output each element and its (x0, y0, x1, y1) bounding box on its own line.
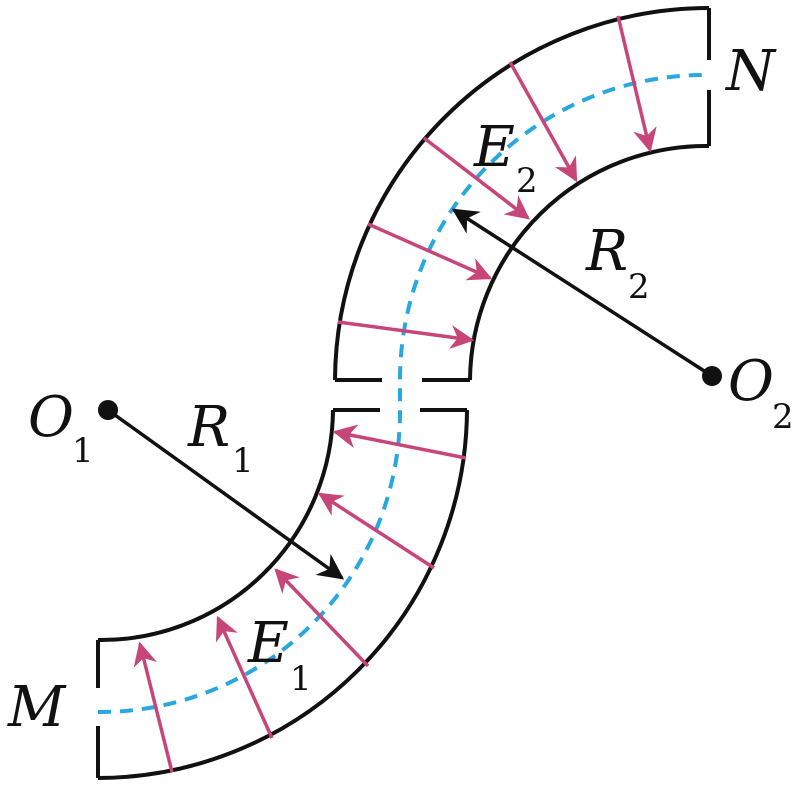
label-o1-sub: 1 (72, 431, 94, 471)
e2-arrow (508, 61, 578, 183)
label-e2-sub: 2 (516, 161, 538, 201)
e1-arrow (332, 424, 467, 460)
label-r1-sub: 1 (232, 441, 254, 481)
e2-arrow (367, 222, 493, 281)
lower-channel (96, 408, 469, 780)
field-e2-arrows (337, 15, 657, 350)
e1-arrow (274, 568, 370, 668)
e1-arrow (317, 492, 435, 570)
labels: M N O 1 O 2 R 1 R 2 E 1 E 2 (7, 39, 794, 740)
label-e1: E (247, 611, 289, 676)
label-o2: O (728, 349, 774, 414)
e2-arrow (616, 15, 657, 153)
lower-inner-wall (97, 409, 335, 643)
radius-r2-arrow (451, 208, 713, 378)
e2-arrow (422, 136, 530, 220)
label-n: N (724, 39, 777, 104)
label-e2: E (473, 115, 515, 180)
label-r1: R (187, 395, 230, 460)
label-o1: O (28, 385, 74, 450)
e1-arrow (215, 615, 274, 739)
label-m: M (7, 675, 67, 740)
radius-arrows (98, 208, 722, 580)
label-r2: R (585, 219, 628, 284)
radius-r1-arrow (106, 408, 345, 580)
label-e1-sub: 1 (290, 659, 312, 699)
lower-outer-wall (97, 409, 469, 780)
label-r2-sub: 2 (628, 267, 650, 307)
upper-outer-wall (333, 6, 710, 381)
label-o2-sub: 2 (772, 397, 794, 437)
particle-path (97, 72, 710, 715)
e2-arrow (337, 320, 475, 350)
field-e1-arrows (133, 424, 467, 773)
e1-arrow (133, 641, 174, 773)
